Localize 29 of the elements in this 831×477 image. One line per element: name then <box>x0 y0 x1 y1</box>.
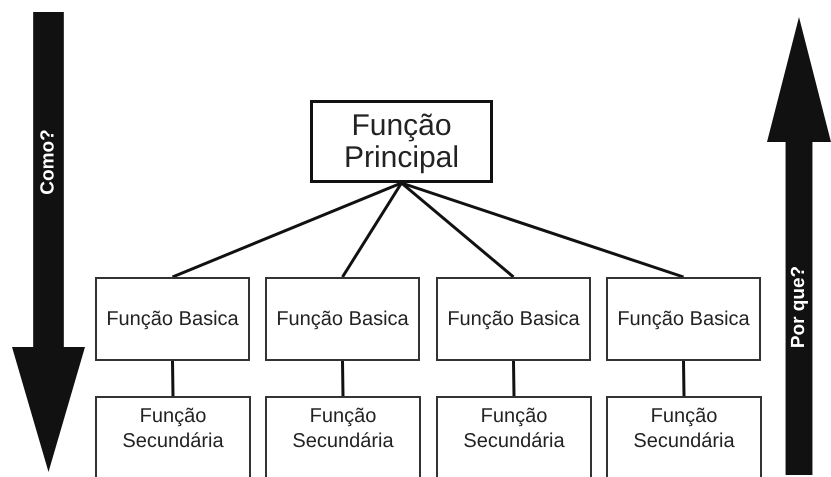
connector-line <box>512 360 516 396</box>
function-box <box>436 277 591 361</box>
arrow-label: Por que? <box>788 266 810 348</box>
function-box <box>606 277 761 361</box>
box-label: Função Secundária <box>632 404 736 454</box>
box-label: Função Basica <box>105 306 240 332</box>
function-box <box>265 277 420 361</box>
connector-line <box>171 360 174 396</box>
box-label: Função Basica <box>446 306 581 332</box>
box-label: Função Principal <box>342 110 460 173</box>
arrow-shape <box>767 17 831 475</box>
function-box <box>606 396 762 477</box>
box-label: Função Secundária <box>291 404 395 454</box>
connector-line <box>172 182 402 278</box>
function-box <box>310 100 493 183</box>
connector-line <box>400 182 514 278</box>
box-label: Função Secundária <box>462 404 566 454</box>
arrow-shape <box>12 12 85 472</box>
function-box <box>95 277 250 361</box>
function-box <box>265 396 421 477</box>
box-label: Função Basica <box>275 306 410 332</box>
function-box <box>95 396 251 477</box>
connector-line <box>682 360 686 396</box>
connector-line <box>341 182 403 278</box>
arrow-label: Como? <box>38 129 60 195</box>
function-box <box>436 396 592 477</box>
box-label: Função Secundária <box>121 404 225 454</box>
connector-line <box>341 360 344 396</box>
box-label: Função Basica <box>616 306 751 332</box>
